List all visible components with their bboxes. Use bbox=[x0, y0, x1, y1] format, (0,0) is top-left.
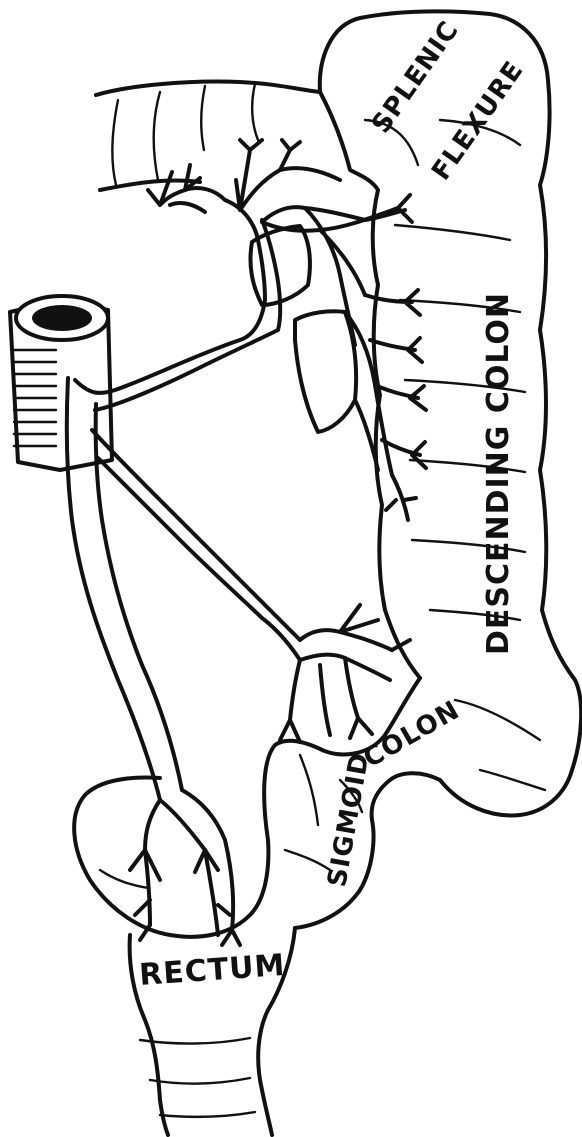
label-descending-colon: DESCENDING COLON bbox=[481, 292, 516, 655]
transverse-colon bbox=[96, 82, 320, 190]
label-colon: COLON bbox=[359, 695, 466, 774]
label-rectum: RECTUM bbox=[138, 948, 286, 993]
